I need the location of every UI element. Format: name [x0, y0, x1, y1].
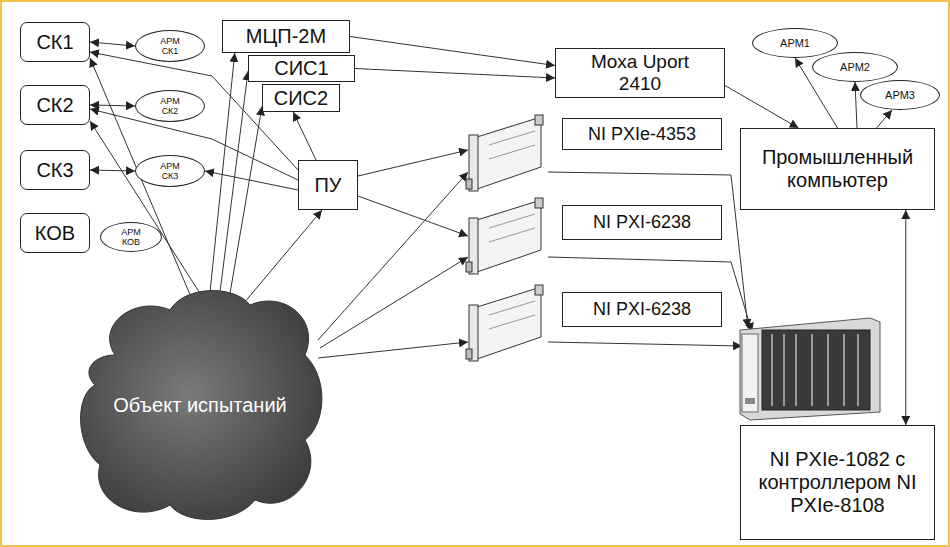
card-latch [535, 115, 543, 125]
node-label: АРМ СК2 [154, 96, 186, 117]
connector [205, 171, 298, 190]
station-box: СК3 [20, 150, 90, 190]
card-board [477, 287, 541, 359]
equipment-box: NI PXI-6238 [562, 205, 722, 240]
node-label: Промышленный компьютер [753, 146, 922, 192]
pxi-card [466, 198, 543, 274]
connector [90, 105, 135, 106]
workstation-ellipse: АРМ КОВ [100, 222, 162, 252]
signal-wire [358, 150, 468, 176]
node-label: NI PXIe-1082 с контроллером NI PXIe-8108 [753, 448, 922, 517]
signal-wire [358, 196, 468, 236]
card-trace [489, 145, 535, 159]
node-label: АРМ КОВ [115, 227, 147, 248]
chassis-switch [745, 398, 755, 404]
node-label: NI PXI-6238 [593, 212, 691, 233]
card-board [477, 117, 541, 189]
connector [90, 121, 200, 293]
equipment-box: МЦП-2М [222, 20, 350, 53]
node-label: СК1 [36, 31, 73, 54]
chassis-panel [742, 334, 758, 412]
equipment-box: СИС1 [248, 55, 355, 82]
connector [245, 210, 322, 302]
signal-wire [548, 342, 742, 346]
chassis-slots [762, 330, 870, 410]
card-trace [489, 301, 535, 315]
node-label: АРМ2 [840, 61, 870, 74]
connector [230, 106, 262, 293]
connector [293, 112, 316, 160]
equipment-box: NI PXI-6238 [562, 292, 722, 327]
workstation-ellipse: АРМ2 [812, 52, 898, 82]
connector [855, 82, 857, 128]
connector [355, 69, 555, 79]
card-trace [489, 315, 535, 329]
node-label: СК2 [36, 94, 73, 117]
equipment-box: NI PXIe-1082 с контроллером NI PXIe-8108 [740, 425, 935, 540]
connector [725, 86, 799, 129]
connector [90, 170, 135, 171]
signal-wire [318, 342, 468, 358]
equipment-box: NI PXIe-4353 [562, 118, 722, 150]
workstation-ellipse: АРМ3 [860, 80, 940, 110]
station-box: СК2 [20, 85, 90, 125]
test-object-cloud: Объект испытаний [75, 285, 325, 525]
connector [350, 37, 555, 66]
pxi-chassis [740, 318, 880, 420]
connector [877, 110, 893, 128]
node-label: КОВ [35, 222, 75, 245]
card-handle [466, 262, 472, 272]
card-trace [489, 131, 535, 145]
station-box: СК1 [20, 22, 90, 62]
equipment-box: СИС2 [262, 84, 340, 112]
node-label: АРМ СК1 [154, 36, 186, 57]
node-label: СК3 [36, 159, 73, 182]
workstation-ellipse: АРМ СК1 [135, 30, 205, 62]
pxi-card [466, 115, 543, 191]
workstation-ellipse: АРМ СК2 [135, 90, 205, 122]
chassis-modules [772, 334, 858, 406]
station-box: КОВ [20, 213, 90, 253]
chassis-body [740, 318, 880, 420]
card-latch [535, 198, 543, 208]
node-label: АРМ3 [885, 89, 915, 102]
node-label: NI PXI-6238 [593, 299, 691, 320]
signal-wire [320, 257, 468, 348]
equipment-box: ПУ [298, 160, 358, 210]
cloud-shape [81, 291, 322, 520]
signal-wires [318, 150, 752, 358]
card-board [477, 200, 541, 272]
node-label: АРМ1 [780, 37, 810, 50]
node-label: МЦП-2М [246, 25, 326, 48]
equipment-box: Промышленный компьютер [740, 128, 935, 210]
signal-wire [548, 257, 752, 332]
node-label: NI PXIe-4353 [588, 124, 696, 145]
connector [210, 53, 235, 292]
workstation-ellipse: АРМ СК3 [135, 155, 205, 187]
pxi-card [466, 285, 543, 361]
card-trace [489, 228, 535, 242]
signal-wire [548, 172, 748, 328]
node-label: СИС2 [274, 87, 328, 110]
card-trace [489, 214, 535, 228]
equipment-box: Moxa Uport 2410 [555, 48, 725, 98]
connector [905, 210, 906, 425]
workstation-ellipse: АРМ1 [752, 28, 838, 58]
node-label: СИС1 [274, 57, 328, 80]
connector [90, 42, 135, 46]
card-handle [466, 349, 472, 359]
card-handle [466, 179, 472, 189]
node-label: АРМ СК3 [154, 161, 186, 182]
connector [220, 71, 248, 292]
node-label: Moxa Uport 2410 [568, 51, 712, 95]
node-label: ПУ [314, 174, 341, 197]
node-label: Объект испытаний [113, 394, 287, 417]
card-latch [535, 285, 543, 295]
